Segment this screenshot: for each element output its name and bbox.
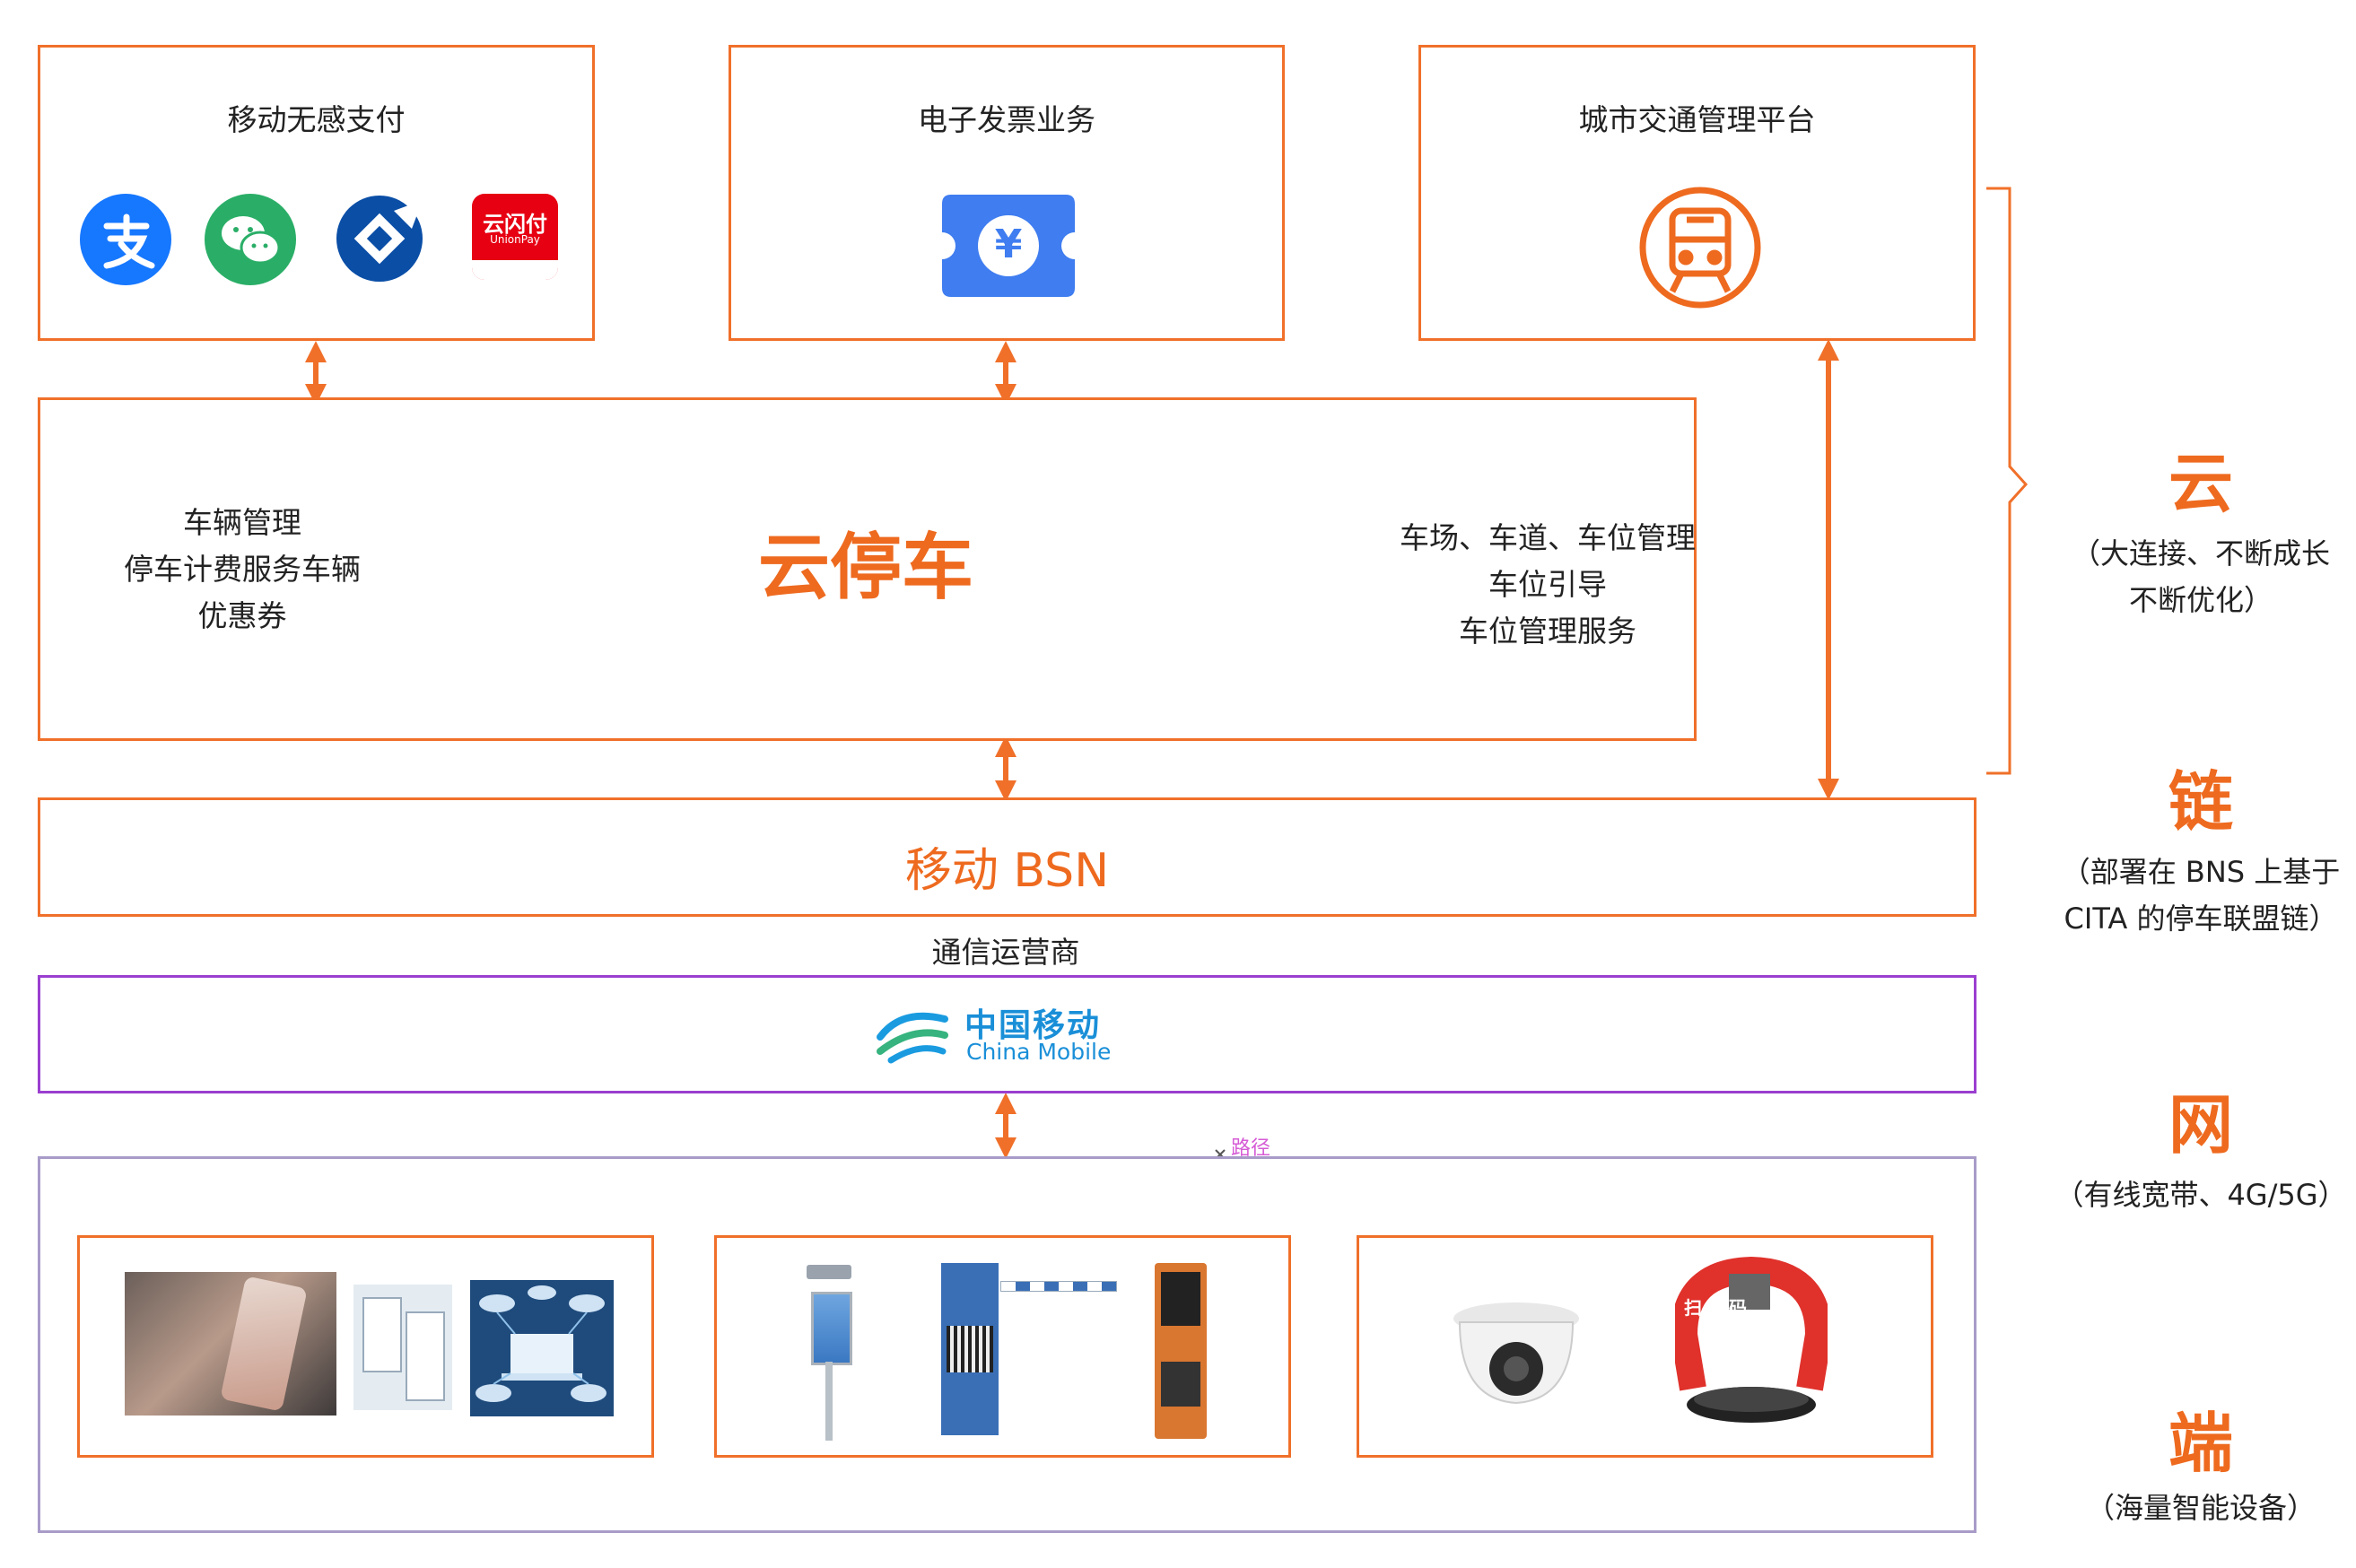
ticket-yen-icon: ¥: [942, 195, 1075, 297]
cloud-right-line-3: 车位管理服务: [1459, 614, 1636, 649]
unionpay-icon: 云闪付 UnionPay: [472, 194, 558, 280]
layer-terminal-big: 端: [2168, 1406, 2233, 1481]
unionpay-band: [472, 260, 558, 280]
china-mobile-logo-icon: [875, 1003, 950, 1067]
pole-screen: [811, 1292, 852, 1365]
alipay-icon: [80, 194, 171, 285]
pole-stand: [825, 1362, 833, 1441]
china-mobile-box: 中国移动 China Mobile: [38, 975, 1976, 1093]
device-group-mobile: [77, 1235, 654, 1458]
china-mobile-en: China Mobile: [966, 1039, 1112, 1065]
invoice-box: 电子发票业务 ¥: [729, 45, 1285, 341]
kiosk-screen-1: [1161, 1272, 1200, 1326]
camera-dome-icon: [1449, 1283, 1584, 1417]
unionpay-sub: UnionPay: [490, 233, 540, 246]
bsn-title: 移动 BSN: [904, 844, 1110, 898]
pole-camera-head: [807, 1265, 851, 1279]
phone-screen: [220, 1276, 308, 1412]
cloud-brace: [1986, 187, 2029, 775]
payment-box: 移动无感支付 云闪付 UnionPay: [38, 45, 595, 341]
devices-box: 扫码停车: [38, 1156, 1976, 1533]
payment-title: 移动无感支付: [227, 102, 406, 137]
parking-lock-text: 扫码停车: [1684, 1297, 1819, 1345]
cloud-network-image: [470, 1280, 614, 1416]
layer-chain-big: 链: [2168, 764, 2233, 840]
metro-train-icon: [1636, 184, 1764, 311]
path-label: 路径: [1231, 1137, 1271, 1160]
kiosk-screen-2: [1161, 1362, 1200, 1407]
operator-label: 通信运营商: [931, 935, 1080, 970]
bsn-box: 移动 BSN: [38, 797, 1976, 917]
parking-lock-icon: 扫码停车: [1670, 1254, 1833, 1433]
layer-cloud-big: 云: [2168, 446, 2233, 521]
gate-qr: [947, 1326, 993, 1372]
layer-chain-sub-2: CITA 的停车联盟链）: [2064, 902, 2338, 936]
cloud-left-line-3: 优惠券: [197, 598, 287, 633]
device-group-sensors: 扫码停车: [1357, 1235, 1933, 1458]
cloud-left-line-1: 车辆管理: [183, 505, 301, 540]
app-screen-1: [362, 1297, 402, 1372]
phone-hand-image: [125, 1272, 336, 1416]
cloud-parking-title: 云停车: [758, 526, 973, 609]
app-screens-image: [353, 1285, 452, 1410]
payment-kiosk: [1155, 1263, 1207, 1439]
invoice-title: 电子发票业务: [918, 102, 1095, 137]
gate-body: [941, 1263, 999, 1435]
yen-glyph: ¥: [994, 222, 1023, 267]
plate-camera-pole: [802, 1265, 856, 1444]
gate-arm: [1000, 1281, 1117, 1292]
app-screen-2: [406, 1311, 445, 1401]
layer-chain-sub-1: （部署在 BNS 上基于: [2061, 855, 2341, 889]
unionpay-text: 云闪付: [483, 212, 547, 237]
ccb-icon: [335, 193, 424, 284]
barrier-gate: [941, 1263, 1121, 1439]
traffic-title: 城市交通管理平台: [1578, 102, 1816, 137]
china-mobile-cn: 中国移动: [964, 1007, 1102, 1044]
layer-terminal-sub-1: （海量智能设备）: [2085, 1491, 2316, 1525]
traffic-box: 城市交通管理平台: [1418, 45, 1976, 341]
layer-network-big: 网: [2168, 1087, 2233, 1163]
cloud-right-line-1: 车场、车道、车位管理: [1400, 520, 1696, 555]
device-group-hardware: [714, 1235, 1291, 1458]
layer-cloud-sub-2: 不断优化）: [2128, 583, 2273, 617]
wechat-pay-icon: [205, 194, 296, 285]
layer-cloud-sub-1: （大连接、不断成长: [2071, 536, 2330, 571]
cloud-right-line-2: 车位引导: [1488, 567, 1607, 602]
layer-network-sub-1: （有线宽带、4G/5G）: [2055, 1178, 2347, 1212]
cloud-left-line-2: 停车计费服务车辆: [124, 552, 361, 587]
cloud-parking-box: 车辆管理 停车计费服务车辆 优惠券 云停车 车场、车道、车位管理 车位引导 车位…: [38, 397, 1697, 741]
